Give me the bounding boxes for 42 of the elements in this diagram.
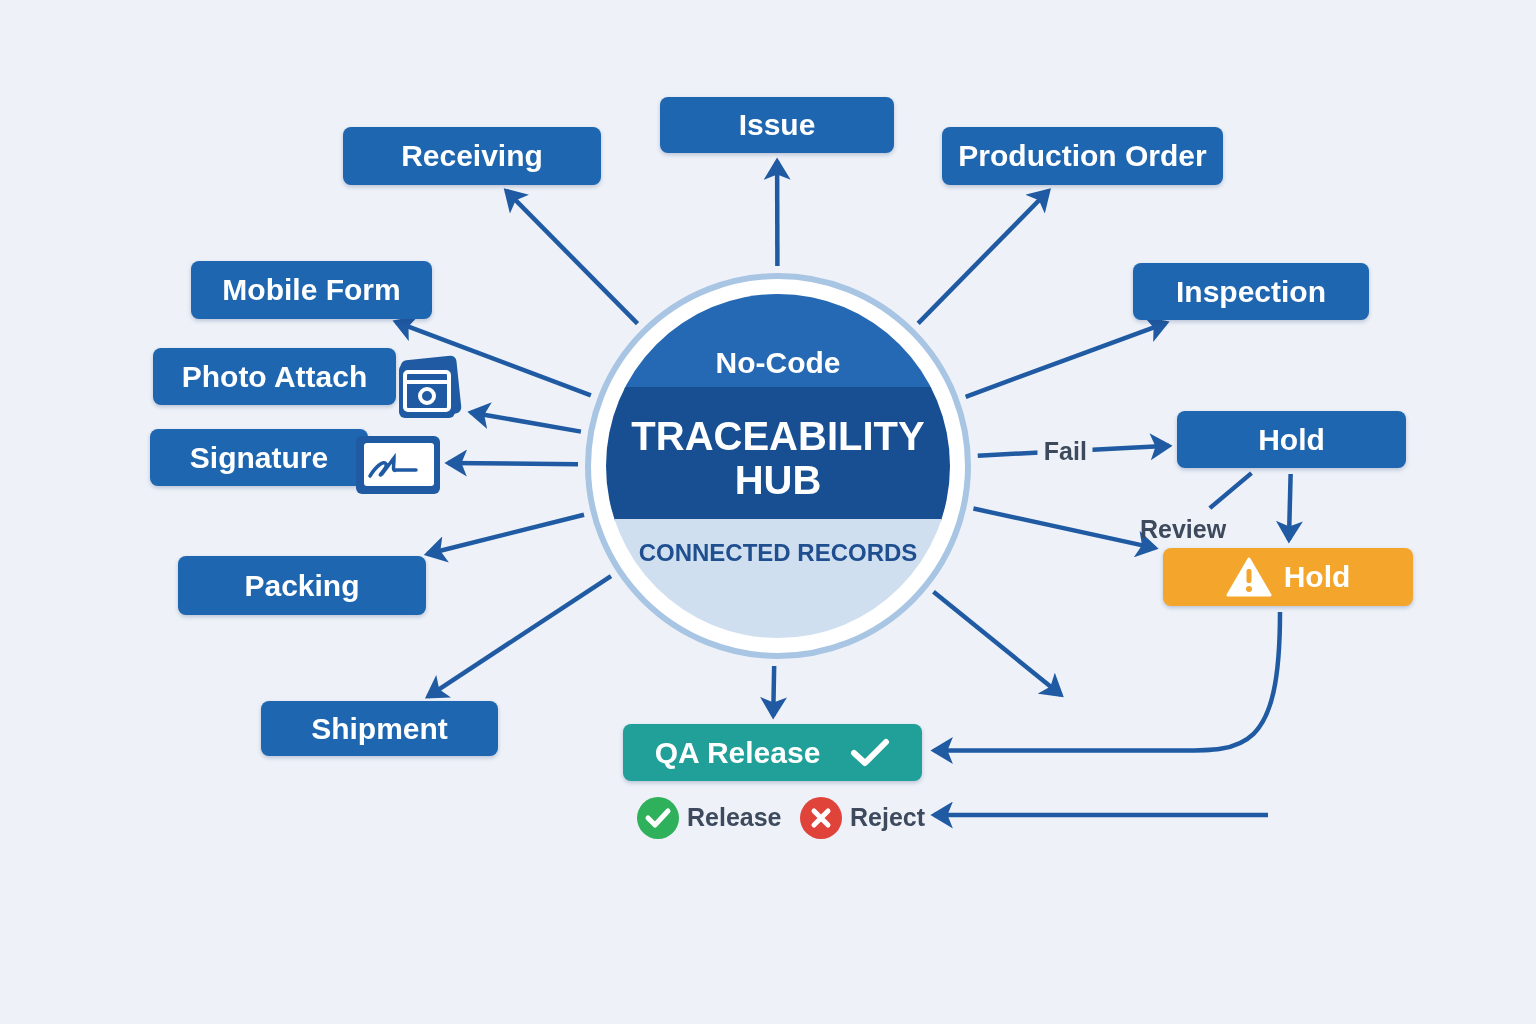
node-label: Mobile Form [222, 273, 401, 307]
node-label: Photo Attach [181, 359, 368, 394]
edge-label: Review [1140, 512, 1230, 546]
arrow [503, 188, 640, 326]
node-label: Issue [738, 108, 816, 142]
process-box [1133, 263, 1369, 320]
process-box [1177, 411, 1406, 468]
node-label: QA Release [654, 735, 821, 770]
arrow [930, 611, 1283, 764]
process-box [178, 556, 426, 615]
node-label: Hold [1258, 422, 1325, 457]
node-label: Hold [1283, 560, 1351, 594]
process-box [1163, 548, 1413, 606]
arrow [916, 188, 1051, 325]
node-label: Receiving [401, 139, 543, 173]
node-label: Inspection [1176, 274, 1326, 309]
arrow [467, 402, 582, 434]
process-box [343, 127, 601, 185]
status-label: Release [687, 801, 782, 833]
connector-line [1208, 471, 1253, 510]
arrow [444, 449, 579, 477]
hub-heading: No-Code [714, 346, 842, 379]
arrow [423, 512, 585, 563]
node-label: Shipment [311, 711, 448, 746]
process-box [660, 97, 894, 153]
arrow [1275, 473, 1303, 544]
process-box [942, 127, 1223, 185]
arrow [932, 590, 1064, 698]
node-label: Packing [244, 568, 360, 603]
hub-subtitle: CONNECTED RECORDS [637, 539, 919, 566]
arrow [972, 506, 1159, 558]
hub-title: TRACEABILITY HUB [630, 414, 926, 502]
process-box [623, 724, 922, 781]
process-box [191, 261, 432, 319]
process-box [261, 701, 498, 756]
arrow [760, 665, 788, 720]
node-label: Production Order [958, 139, 1207, 173]
node-label: Signature [189, 440, 329, 475]
arrow [424, 574, 613, 699]
arrow [930, 801, 1268, 829]
status-label: Reject [850, 800, 926, 834]
arrow [763, 157, 791, 266]
